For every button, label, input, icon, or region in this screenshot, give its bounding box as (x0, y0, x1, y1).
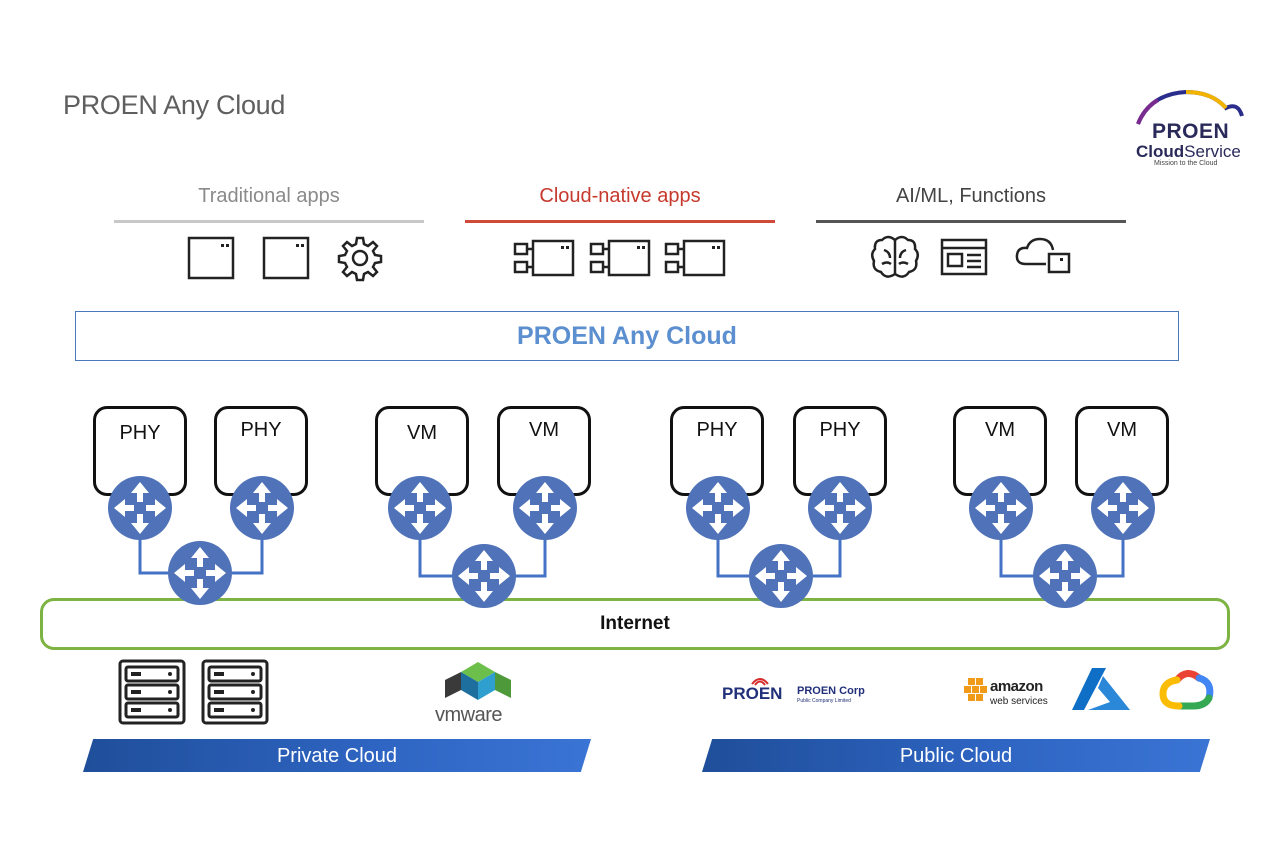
host-label: VM (529, 419, 559, 441)
router-icon (388, 476, 452, 540)
host-label: PHY (819, 419, 861, 441)
microservice-icon (664, 239, 726, 277)
logo-swoosh-icon (1136, 89, 1244, 125)
host-label: PHY (119, 422, 161, 444)
public-cloud-banner: Public Cloud (702, 739, 1210, 772)
router-icon (1033, 544, 1097, 608)
gear-icon (337, 236, 383, 282)
proen-cloudservice-logo: PROEN CloudService Mission to the Cloud (1130, 86, 1260, 172)
router-icon (452, 544, 516, 608)
aws-logo: amazon web services (962, 672, 1054, 712)
signal-waves-icon (751, 678, 769, 686)
host-label: PHY (696, 419, 738, 441)
server-rack-icon (118, 659, 186, 725)
cloud-function-icon (1015, 237, 1071, 274)
platform-band: PROEN Any Cloud (75, 311, 1179, 361)
brain-icon (871, 235, 919, 278)
azure-logo-icon (1072, 668, 1130, 710)
category-traditional-apps: Traditional apps (114, 180, 424, 223)
router-icon (969, 476, 1033, 540)
slide-title: PROEN Any Cloud (63, 90, 286, 120)
router-icon (513, 476, 577, 540)
logo-service: CloudService (1136, 142, 1241, 161)
microservice-icon (589, 239, 651, 277)
app-window-icon (187, 236, 235, 280)
proen-corp-logo: PROEN PROEN Corp Public Company Limited (722, 678, 865, 708)
server-rack-icon (201, 659, 269, 725)
router-icon (168, 541, 232, 605)
router-icon (808, 476, 872, 540)
router-icon (686, 476, 750, 540)
host-label: PHY (240, 419, 282, 441)
microservice-icon (513, 239, 575, 277)
app-window-icon (262, 236, 310, 280)
category-ai-ml-functions: AI/ML, Functions (816, 180, 1126, 223)
router-icon (230, 476, 294, 540)
logo-tagline: Mission to the Cloud (1154, 160, 1218, 167)
host-label: VM (985, 419, 1015, 441)
router-icon (108, 476, 172, 540)
category-cloud-native-apps: Cloud-native apps (465, 180, 775, 223)
private-cloud-banner: Private Cloud (83, 739, 591, 772)
router-icon (1091, 476, 1155, 540)
host-label: VM (1107, 419, 1137, 441)
vmware-mark-icon (445, 662, 511, 700)
router-icon (749, 544, 813, 608)
vmware-logo: vmware (433, 660, 523, 730)
aws-cubes-icon (964, 678, 987, 701)
google-cloud-logo-icon (1159, 670, 1214, 710)
internet-bar: Internet (40, 598, 1230, 650)
network-links (138, 530, 1125, 578)
host-label: VM (407, 422, 437, 444)
logo-brand: PROEN (1152, 120, 1230, 143)
function-window-icon (940, 238, 988, 276)
